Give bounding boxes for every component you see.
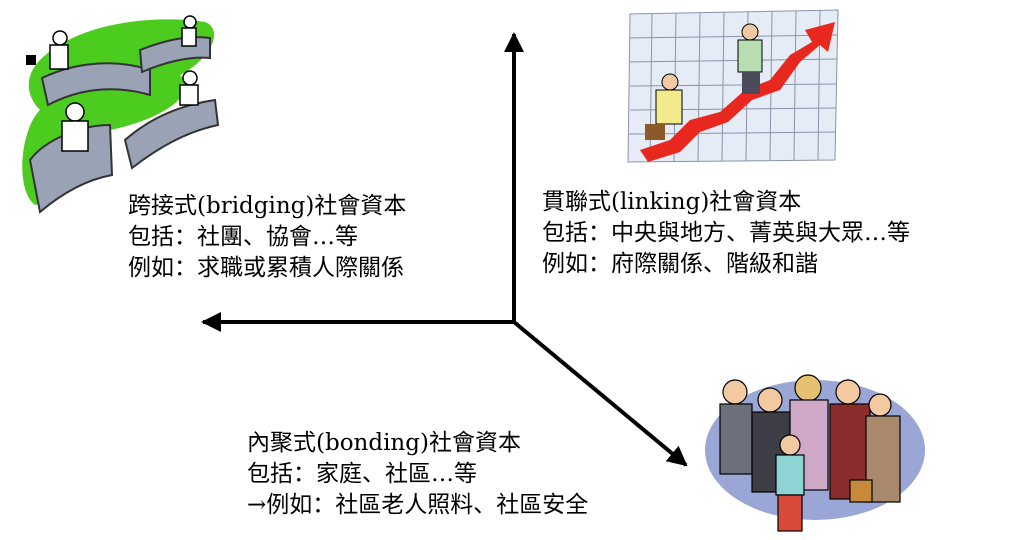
linking-clipart-icon (627, 9, 839, 163)
bonding-includes: 包括：家庭、社區…等 (247, 461, 477, 487)
bridging-example: 例如：求職或累積人際關係 (128, 255, 404, 281)
bridging-includes: 包括：社團、協會…等 (128, 224, 358, 250)
linking-includes: 包括：中央與地方、菁英與大眾…等 (542, 220, 910, 246)
bridging-title: 跨接式(bridging)社會資本 (128, 193, 407, 219)
bonding-clipart-icon (705, 374, 925, 532)
linking-example: 例如：府際關係、階級和諧 (542, 251, 818, 277)
axis-diagonal-arrow (512, 320, 688, 467)
bonding-text-block: 內聚式(bonding)社會資本 包括：家庭、社區…等 →例如：社區老人照料、社… (247, 428, 588, 521)
bonding-title: 內聚式(bonding)社會資本 (247, 430, 521, 456)
bridging-text-block: 跨接式(bridging)社會資本 包括：社團、協會…等 例如：求職或累積人際關… (128, 191, 406, 284)
axes (201, 32, 688, 467)
bonding-example: →例如：社區老人照料、社區安全 (247, 492, 589, 518)
linking-title: 貫聯式(linking)社會資本 (542, 189, 802, 215)
bridging-clipart-icon (22, 15, 220, 214)
linking-text-block: 貫聯式(linking)社會資本 包括：中央與地方、菁英與大眾…等 例如：府際關… (542, 187, 910, 280)
